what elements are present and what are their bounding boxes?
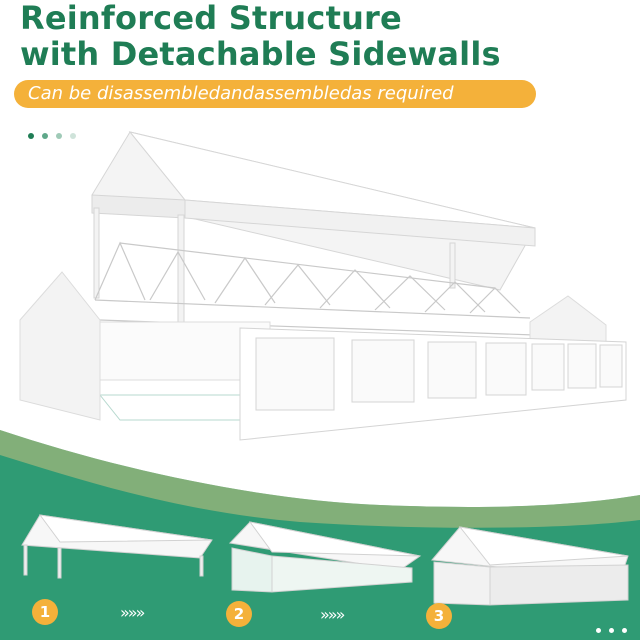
dot-4: [70, 133, 77, 139]
pagination-dots: [28, 124, 79, 143]
gable-end-right: [529, 295, 607, 346]
gable-end-left: [19, 271, 101, 421]
dot-3: [56, 133, 63, 139]
corner-dot-3: [622, 628, 628, 633]
floor-outline: [98, 394, 241, 421]
headline-line-2: with Detachable Sidewalls: [20, 35, 501, 73]
corner-dot-1: [596, 628, 601, 633]
headline: Reinforced Structure with Detachable Sid…: [20, 0, 501, 72]
step-2-badge: 2: [226, 601, 252, 627]
ground-highlight: [0, 430, 640, 528]
front-sidewall: [239, 327, 627, 441]
step-1-badge: 1: [32, 599, 58, 625]
headline-line-1: Reinforced Structure: [20, 0, 402, 37]
dot-active: [28, 133, 34, 139]
subtitle-banner: Can be disassembledandassembledas requir…: [14, 80, 536, 108]
step-arrows-2: »»»: [320, 605, 345, 624]
dot-2: [42, 133, 49, 139]
corner-dot-2: [609, 628, 615, 633]
step-arrows-1: »»»: [120, 603, 145, 622]
roof-panel: [91, 131, 536, 336]
tent-step-2: [228, 521, 422, 593]
tent-step-3: [431, 526, 629, 606]
corner-dots: [596, 618, 640, 640]
tent-step-1: [21, 514, 213, 579]
step-3-badge: 3: [426, 603, 452, 629]
